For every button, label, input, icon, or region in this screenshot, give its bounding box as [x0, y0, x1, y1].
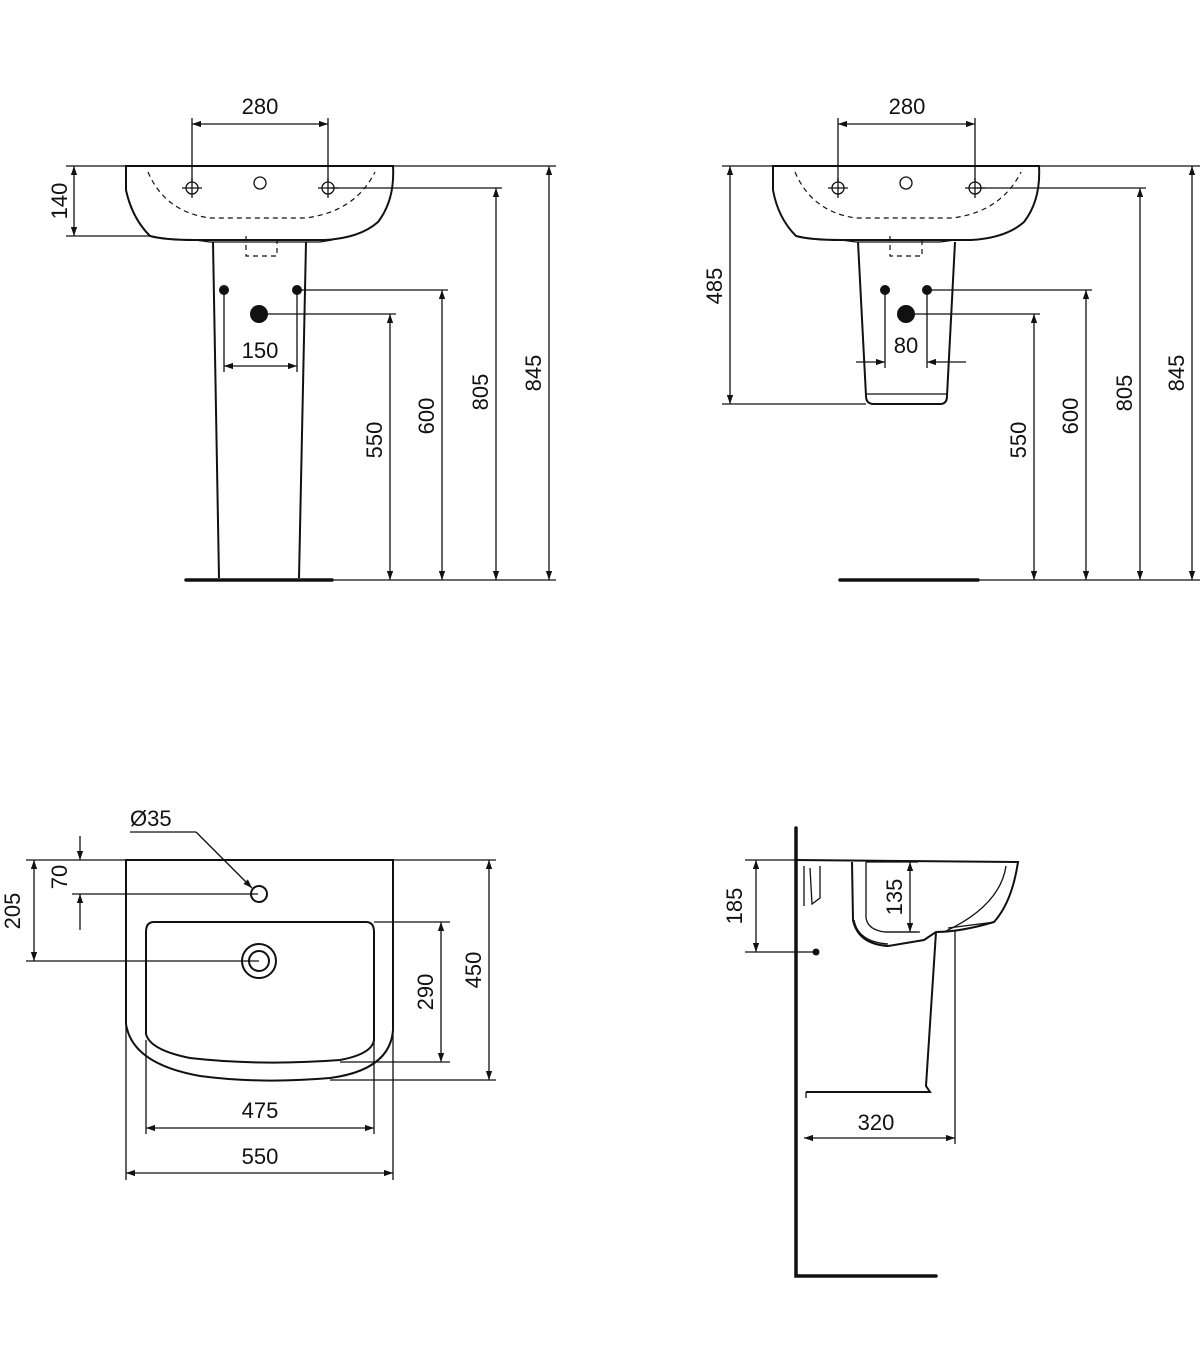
basin-inner-dashed — [147, 171, 376, 219]
pedestal — [212, 241, 307, 579]
dim-rim-height: 845 — [1164, 355, 1189, 392]
dim-tap-holes: 280 — [889, 94, 926, 119]
dim-supply-spacing: 150 — [242, 338, 279, 363]
basin-outline — [125, 165, 395, 241]
wall-line — [794, 826, 938, 1278]
basin-outline — [772, 165, 1041, 241]
dim-supply-spacing: 80 — [894, 333, 918, 358]
dim-basin-underside: 805 — [468, 374, 493, 411]
overflow-hole — [899, 176, 913, 190]
bowl-outline-plan — [145, 921, 375, 1064]
dim-basin-width: 550 — [242, 1144, 279, 1169]
dim-projection: 320 — [858, 1110, 895, 1135]
semi-pedestal-front-view: 280 485 80 550 600 805 845 — [702, 94, 1200, 582]
pedestal-front-view: 280 140 150 550 600 805 845 — [47, 94, 556, 582]
dim-bowl-inner-depth: 135 — [882, 879, 907, 916]
dim-tap-hole-diameter: Ø35 — [130, 806, 172, 831]
dim-waste-from-back: 205 — [0, 893, 25, 930]
dim-bowl-width: 475 — [242, 1098, 279, 1123]
semi-pedestal — [857, 241, 956, 405]
basin-outline-plan — [125, 859, 394, 1082]
dim-basin-underside: 805 — [1112, 375, 1137, 412]
dim-rim-height: 845 — [521, 355, 546, 392]
side-view: 135 185 320 — [722, 826, 1020, 1278]
dim-supply-height: 600 — [414, 398, 439, 435]
basin-inner-dashed — [794, 171, 1022, 219]
basin-side-profile — [795, 859, 1020, 948]
overflow-hole — [253, 176, 267, 190]
dim-waste-height: 550 — [1006, 422, 1031, 459]
dim-waste-height: 550 — [362, 422, 387, 459]
dim-supply-height: 600 — [1058, 398, 1083, 435]
dim-tap-holes: 280 — [242, 94, 279, 119]
dim-overall-depth: 185 — [722, 888, 747, 925]
dim-bowl-depth: 290 — [413, 974, 438, 1011]
plan-view: Ø35 70 205 290 450 475 5 — [0, 806, 496, 1180]
dim-semi-pedestal-top: 485 — [702, 268, 727, 305]
semi-pedestal-side — [806, 931, 937, 1093]
dim-tap-hole-from-back: 70 — [47, 865, 72, 889]
dim-bowl-depth: 140 — [47, 183, 72, 220]
dim-basin-depth: 450 — [461, 952, 486, 989]
